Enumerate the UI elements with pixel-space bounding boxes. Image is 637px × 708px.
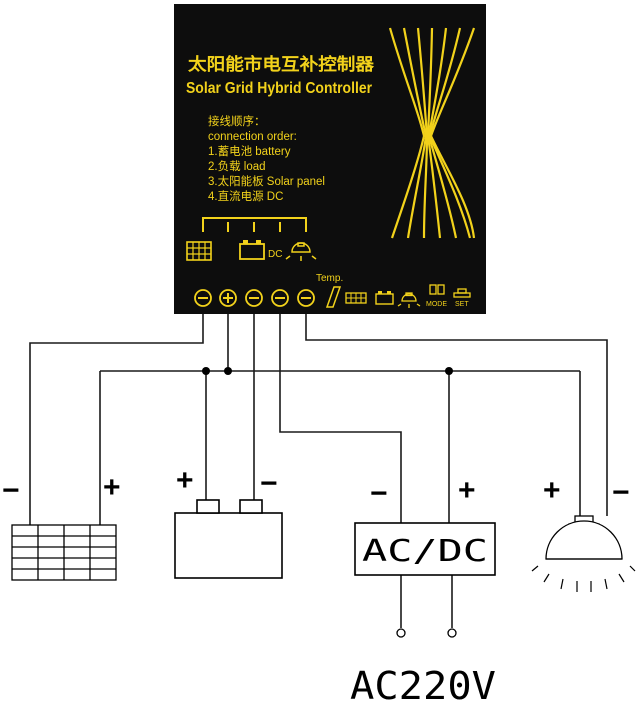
- terminal-row: [194, 289, 315, 307]
- terminal-dc-neg: [271, 289, 289, 307]
- mains-voltage-label: AC220V: [350, 664, 496, 708]
- status-solar-icon: [345, 292, 367, 304]
- wire-acdc-neg: [279, 314, 402, 523]
- controller-title-en: Solar Grid Hybrid Controller: [186, 80, 372, 97]
- wire-solar-neg: [29, 314, 204, 525]
- status-load-icon: [397, 292, 421, 308]
- solar-panel-icon: [11, 524, 117, 581]
- terminal-solar-neg: [194, 289, 212, 307]
- terminal-battery-neg: [245, 289, 263, 307]
- solar-panel-symbol-icon: [186, 241, 212, 261]
- lamp-symbol-icon: [285, 242, 317, 261]
- lamp-pos-sign: +: [543, 474, 561, 507]
- junction-dot: [445, 367, 453, 375]
- acdc-adapter-box: [354, 522, 496, 576]
- mode-button-icon: [429, 284, 445, 295]
- acdc-adapter: AC/DC: [354, 522, 496, 576]
- controller-panel: 太阳能市电互补控制器 Solar Grid Hybrid Controller …: [174, 4, 486, 314]
- set-label: SET: [455, 301, 469, 308]
- battery-icon: [174, 499, 283, 579]
- connection-order-heading-en: connection order:: [208, 131, 297, 143]
- mains-terminal-right: [447, 628, 457, 638]
- controller-body: [174, 4, 486, 314]
- battery-pos-sign: +: [176, 464, 194, 497]
- terminal-load-neg: [297, 289, 315, 307]
- wires: [29, 314, 608, 638]
- lamp-neg-sign: −: [612, 476, 630, 509]
- terminal-bracket: [202, 217, 307, 232]
- set-button-icon: [453, 288, 471, 298]
- junction-dot: [202, 367, 210, 375]
- connection-order-heading-cn: 接线顺序：: [208, 114, 266, 128]
- battery-neg-sign: −: [260, 467, 278, 500]
- acdc-pos-sign: +: [458, 474, 476, 507]
- terminal-battery-pos: [219, 289, 237, 307]
- battery-symbol-icon: [239, 240, 265, 260]
- connection-order-item-2: 2.负载 load: [208, 159, 266, 173]
- connection-order-item-4: 4.直流电源 DC: [208, 189, 283, 203]
- controller-title-cn: 太阳能市电互补控制器: [188, 54, 375, 75]
- solar-neg-sign: −: [2, 474, 20, 507]
- connection-order-item-3: 3.太阳能板 Solar panel: [208, 174, 325, 188]
- connection-order-item-1: 1.蓄电池 battery: [208, 145, 291, 158]
- temp-label: Temp.: [316, 273, 343, 284]
- mains-terminal-left: [396, 628, 406, 638]
- junction-dot: [224, 367, 232, 375]
- mode-label: MODE: [426, 301, 447, 308]
- dc-label: DC: [268, 249, 282, 260]
- spiral-logo-icon: [388, 27, 476, 239]
- temp-probe-icon: [325, 286, 342, 308]
- acdc-adapter-label: AC/DC: [362, 534, 488, 569]
- lamp-icon: [531, 515, 636, 592]
- wire-lamp-neg: [305, 314, 608, 516]
- acdc-neg-sign: −: [370, 477, 388, 510]
- polarity-labels: − + + − − + + −: [2, 464, 630, 510]
- solar-pos-sign: +: [103, 471, 121, 504]
- wire-positive-bus: [100, 314, 580, 372]
- status-battery-icon: [375, 291, 394, 305]
